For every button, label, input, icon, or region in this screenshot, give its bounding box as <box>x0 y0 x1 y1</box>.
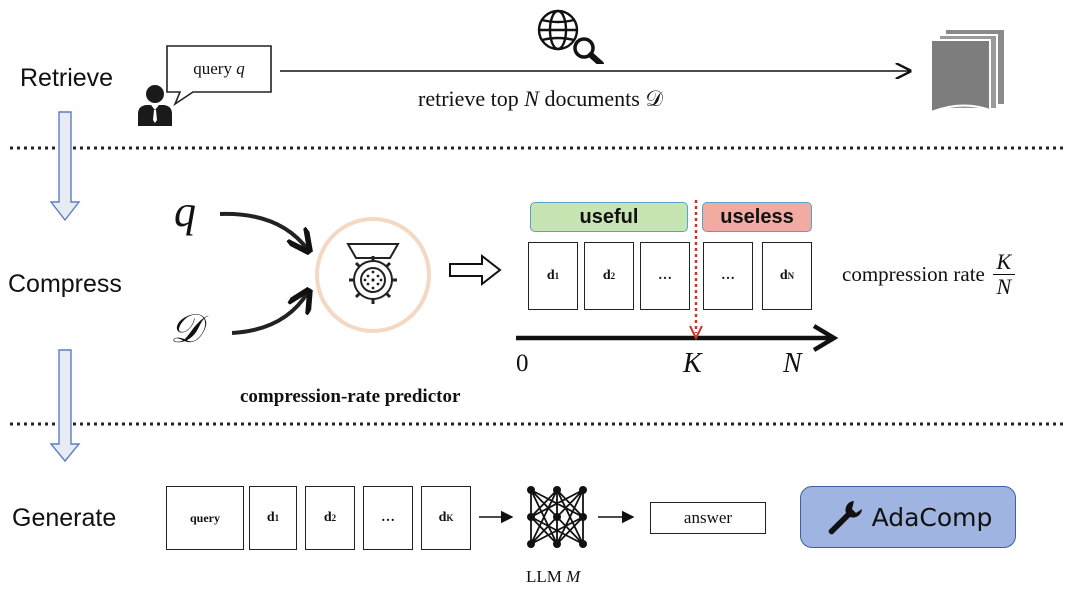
query-to-predictor-arrow <box>219 211 308 250</box>
user-icon <box>138 85 172 126</box>
compress-doc-ellipsis-2: … <box>703 242 753 310</box>
axis-label-n: N <box>783 348 802 379</box>
neural-network-icon <box>527 486 587 548</box>
fraction-numerator: K <box>996 249 1012 274</box>
retrieve-documents-text: documents <box>544 86 640 111</box>
query-label: query <box>193 59 232 78</box>
useful-tag: useful <box>530 202 688 232</box>
axis-label-zero: 0 <box>516 350 529 377</box>
axis-label-k: K <box>683 348 702 379</box>
adacomp-label: AdaComp <box>871 502 993 532</box>
documents-stack-icon <box>930 30 1004 114</box>
compression-rate-label: compression rate <box>842 262 985 287</box>
stage-label-compress: Compress <box>8 270 122 298</box>
stage-label-generate: Generate <box>12 504 117 532</box>
compression-axis-head <box>812 324 839 352</box>
compression-rate-predictor <box>315 217 431 333</box>
cut-line-head <box>689 325 703 341</box>
docs-to-predictor-arrow <box>231 292 308 335</box>
wrench-icon <box>828 501 862 535</box>
compress-doc-ellipsis-1: … <box>640 242 690 310</box>
generate-doc-ellipsis: … <box>363 486 413 550</box>
globe-icon <box>537 9 579 51</box>
compress-query-input: q <box>174 187 196 236</box>
compress-docs-input: 𝒟 <box>170 306 202 351</box>
gear-funnel-icon <box>346 243 400 304</box>
llm-text: LLM <box>526 567 562 586</box>
compression-rate-fraction: K N <box>992 249 1015 300</box>
query-bubble: query q <box>167 47 271 91</box>
stage-label-retrieve: Retrieve <box>20 64 114 92</box>
fraction-denominator: N <box>996 274 1012 300</box>
useless-tag: useless <box>702 202 812 232</box>
llm-variable: M <box>566 567 581 586</box>
llm-label: LLM M <box>526 567 580 587</box>
predictor-label: compression-rate predictor <box>240 386 461 407</box>
query-variable: q <box>236 59 245 78</box>
predictor-output-arrow <box>449 253 502 287</box>
query-bubble-shape <box>166 45 272 106</box>
generate-query-box: query <box>166 486 244 550</box>
retrieve-text: retrieve top <box>418 86 519 111</box>
magnifier-icon <box>573 37 604 64</box>
globe-search-icon <box>537 9 604 64</box>
adacomp-brand: AdaComp <box>800 486 1016 548</box>
answer-box: answer <box>650 502 766 534</box>
stage-flow-arrow-1 <box>49 111 81 222</box>
retrieve-n-variable: N <box>524 86 539 111</box>
retrieve-arrow-label: retrieve top N documents 𝒟 <box>418 86 663 112</box>
stage-flow-arrow-2 <box>49 349 81 463</box>
retrieve-docs-symbol: 𝒟 <box>645 86 663 111</box>
compression-rate: compression rate K N <box>842 250 1015 299</box>
